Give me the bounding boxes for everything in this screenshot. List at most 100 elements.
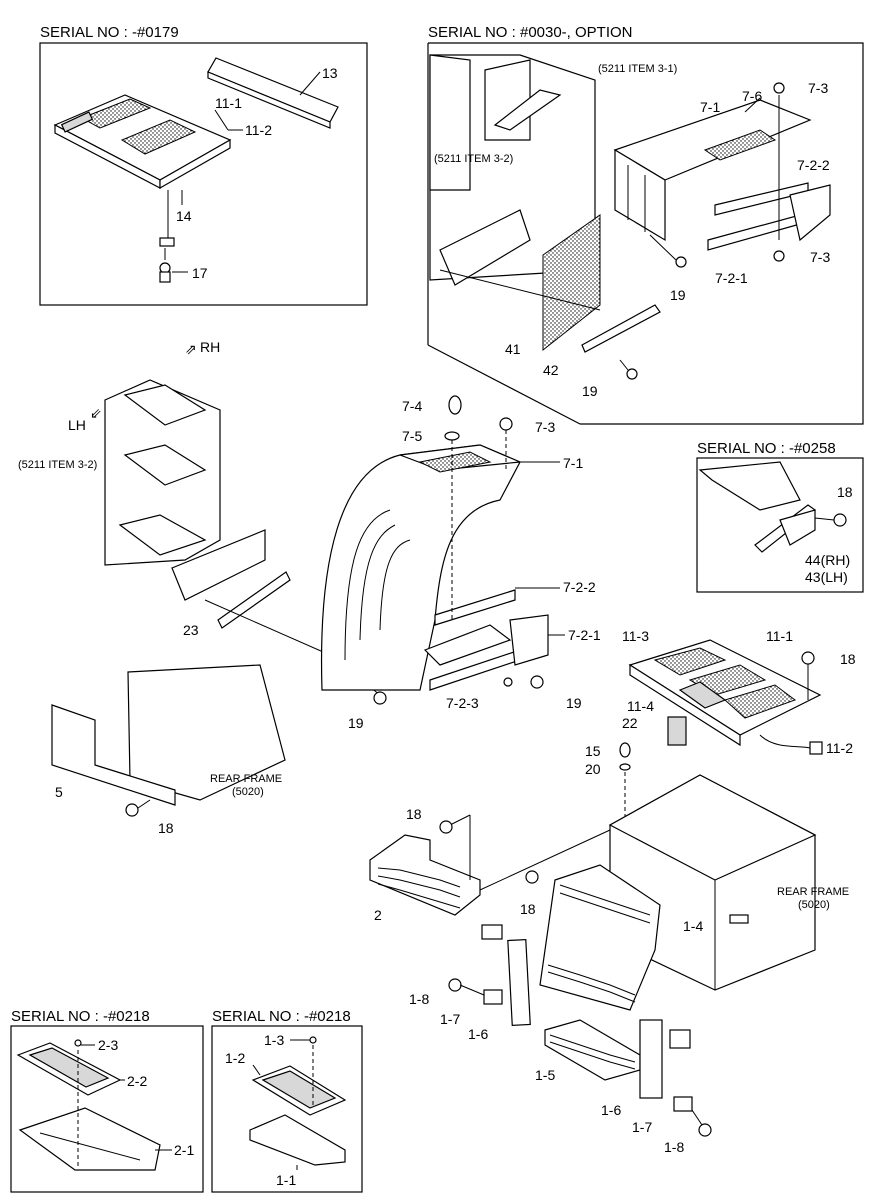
callout-7-3-c: 7-3 (535, 419, 555, 435)
handle-11-1 (60, 111, 94, 133)
bolt-2-3 (74, 1039, 82, 1047)
callout-20: 20 (585, 761, 601, 777)
inset-serial-0030-option: SERIAL NO : #0030-, OPTION (5211 ITEM 3-… (427, 24, 864, 425)
callout-11-1-b: 11-1 (766, 628, 793, 644)
callout-1-7-b: 1-7 (632, 1119, 652, 1135)
part-5-bracket (51, 704, 176, 806)
rear-frame-left: REAR FRAME (5020) 5 18 (51, 664, 286, 836)
inset-header-0258: SERIAL NO : -#0258 (697, 440, 836, 457)
inset-serial-0179: SERIAL NO : -#0179 13 11-1 11-2 14 17 (39, 24, 368, 306)
bolt-1-3 (309, 1036, 317, 1044)
callout-18-e: 18 (520, 901, 536, 917)
note-rear-frame-left-1: REAR FRAME (210, 773, 282, 785)
callout-1-8-a: 1-8 (409, 991, 429, 1007)
rear-frame-right: REAR FRAME (5020) (608, 774, 849, 991)
callout-14: 14 (176, 208, 192, 224)
bolt-17-shank (159, 271, 171, 283)
inset-header-0218-a: SERIAL NO : -#0218 (11, 1008, 150, 1025)
bolt-18-step (801, 651, 815, 665)
part-41-mesh (542, 214, 601, 352)
part-13-lip (207, 71, 331, 129)
callout-1-6-a: 1-6 (468, 1026, 488, 1042)
callout-11-4: 11-4 (627, 698, 654, 714)
callout-7-5: 7-5 (402, 428, 422, 444)
step-2-assembly: 18 2 (369, 806, 611, 923)
callout-1-4: 1-4 (683, 918, 703, 934)
bolt-7-3-top (773, 82, 785, 94)
part-1-2-tread-grip (261, 1070, 337, 1109)
inset-header-0179: SERIAL NO : -#0179 (40, 24, 179, 41)
bolt-7-2-3 (503, 677, 513, 687)
callout-1-8-b: 1-8 (664, 1139, 684, 1155)
callout-7-2-3: 7-2-3 (446, 695, 479, 711)
callout-41: 41 (505, 341, 521, 357)
ladder-step-mid (123, 444, 207, 486)
bolt-1-8-b (698, 1123, 712, 1137)
anti-slip-pad-a (80, 98, 152, 129)
note-rear-frame-left-2: (5020) (232, 786, 264, 798)
callout-19-c: 19 (348, 715, 364, 731)
callout-7-1-b: 7-1 (563, 455, 583, 471)
callout-19-d: 19 (566, 695, 582, 711)
step-body-0258 (698, 461, 801, 511)
part-1-6-plate-a (507, 938, 531, 1027)
callout-13: 13 (322, 65, 338, 81)
part-1-7-plate-b (673, 1096, 693, 1112)
callout-7-3-b: 7-3 (810, 249, 830, 265)
part-23-plate (217, 571, 291, 629)
callout-11-1: 11-1 (215, 95, 242, 111)
callout-22: 22 (622, 715, 638, 731)
part-7-6-pad (703, 129, 777, 161)
bolt-18-left (125, 803, 139, 817)
part-1-1-frame (249, 1114, 346, 1166)
left-step-assembly: RH ⇗ LH ⇙ (5211 ITEM 3-2) 23 (18, 339, 381, 696)
callout-17: 17 (192, 265, 208, 281)
fender-inner-plate (423, 624, 512, 666)
part-2-2-tread-grip (28, 1047, 110, 1088)
callout-7-1-a: 7-1 (700, 99, 720, 115)
callout-15: 15 (585, 743, 601, 759)
bracket-3-1 (493, 89, 562, 131)
bolt-7-4 (448, 395, 462, 415)
callout-1-3: 1-3 (264, 1032, 284, 1048)
note-item-3-2-left: (5211 ITEM 3-2) (18, 459, 97, 471)
callout-2: 2 (374, 907, 382, 923)
callout-18-b: 18 (837, 484, 853, 500)
bolt-19-fender-b (530, 675, 544, 689)
callout-7-4: 7-4 (402, 398, 422, 414)
part-13-channel (207, 57, 339, 123)
part-1-7-plate-a-top (481, 924, 503, 940)
bolt-18-step-2 (439, 820, 453, 834)
note-item-3-1: (5211 ITEM 3-1) (598, 63, 677, 75)
inset-frame-0030 (428, 42, 864, 425)
part-1-6-plate-b (639, 1019, 663, 1099)
part-23-bracket (171, 529, 266, 601)
callout-1-6-b: 1-6 (601, 1102, 621, 1118)
rear-frame-slot (729, 914, 749, 924)
washer-20 (619, 763, 631, 771)
part-22-latch (667, 716, 687, 746)
note-item-3-2-top: (5211 ITEM 3-2) (434, 153, 513, 165)
callout-43-lh: 43(LH) (805, 569, 848, 585)
callout-7-3-a: 7-3 (808, 80, 828, 96)
rear-frame-top (608, 774, 817, 881)
part-11-4-handle (678, 681, 727, 709)
part-42-strip (581, 304, 661, 353)
callout-18-d: 18 (406, 806, 422, 822)
callout-18-a: 18 (158, 820, 174, 836)
part-1-7-plate-a (483, 989, 503, 1005)
right-step-11: 11-3 11-1 18 11-4 22 11-2 15 20 (585, 628, 856, 830)
inset-frame-0218-b (211, 1025, 363, 1193)
inset-serial-0218-a: SERIAL NO : -#0218 2-3 2-2 2-1 (10, 1008, 204, 1193)
callout-7-6: 7-6 (742, 88, 762, 104)
rear-frame-structure-left (127, 664, 286, 801)
note-rear-frame-right-2: (5020) (798, 899, 830, 911)
part-7-2-2-rail (434, 589, 516, 626)
part-14-clip (159, 237, 175, 247)
bolt-18-step-1 (525, 870, 539, 884)
part-11-2-connector (809, 741, 823, 755)
callout-1-7-a: 1-7 (440, 1011, 460, 1027)
callout-1-5: 1-5 (535, 1067, 555, 1083)
note-rear-frame-right-1: REAR FRAME (777, 886, 849, 898)
